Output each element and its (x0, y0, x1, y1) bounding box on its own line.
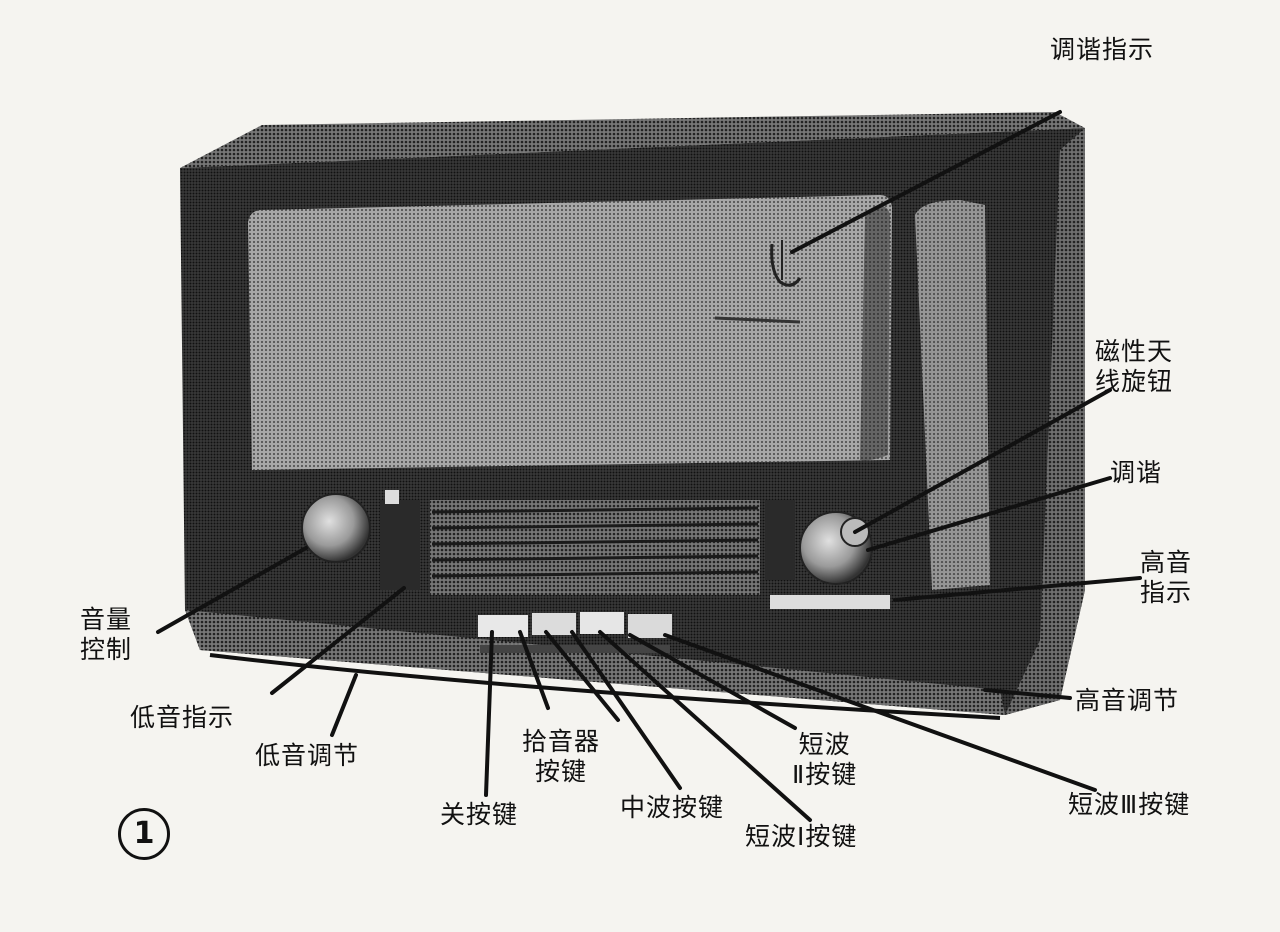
dial-screen (248, 195, 892, 470)
label-pickup-key-line1: 拾音器 (522, 727, 601, 756)
label-off-key: 关按键 (440, 800, 519, 829)
label-shortwave1-key: 短波Ⅰ按键 (745, 822, 858, 851)
label-pickup-key-line2: 按键 (535, 757, 588, 786)
label-tuning: 调谐 (1110, 458, 1163, 487)
label-bass-indicator: 低音指示 (130, 703, 235, 732)
label-treble-adjust: 高音调节 (1075, 686, 1180, 715)
label-shortwave3-key: 短波Ⅲ按键 (1068, 790, 1191, 819)
label-shortwave2-key-line1: 短波 (798, 730, 851, 759)
side-panel (915, 200, 990, 590)
label-magnetic-antenna-knob-line1: 磁性天 (1095, 337, 1174, 366)
label-treble-indicator-line1: 高音 (1140, 548, 1193, 577)
push-keys (478, 612, 672, 653)
label-bass-adjust: 低音调节 (255, 741, 360, 770)
volume-knob (301, 493, 371, 563)
label-volume-control-line1: 音量 (80, 605, 133, 634)
label-magnetic-antenna-knob-line2: 线旋钮 (1095, 367, 1174, 396)
label-treble-indicator-line2: 指示 (1140, 578, 1193, 607)
label-volume-control-line2: 控制 (80, 635, 133, 664)
leader-lines (156, 110, 1142, 822)
label-pickup-key: 拾音器 按键 (522, 727, 600, 787)
tuning-indicator-eye (714, 240, 802, 324)
control-strip (290, 480, 900, 610)
label-volume-control: 音量 控制 (80, 605, 132, 665)
label-shortwave2-key-line2: Ⅱ按键 (792, 760, 858, 789)
label-treble-indicator: 高音 指示 (1140, 548, 1192, 608)
label-shortwave2-key: 短波 Ⅱ按键 (792, 730, 857, 790)
label-medium-wave-key: 中波按键 (620, 793, 725, 822)
label-tuning-indicator: 调谐指示 (1050, 35, 1155, 64)
figure-number: 1 (118, 808, 170, 860)
label-magnetic-antenna-knob: 磁性天 线旋钮 (1095, 337, 1173, 397)
